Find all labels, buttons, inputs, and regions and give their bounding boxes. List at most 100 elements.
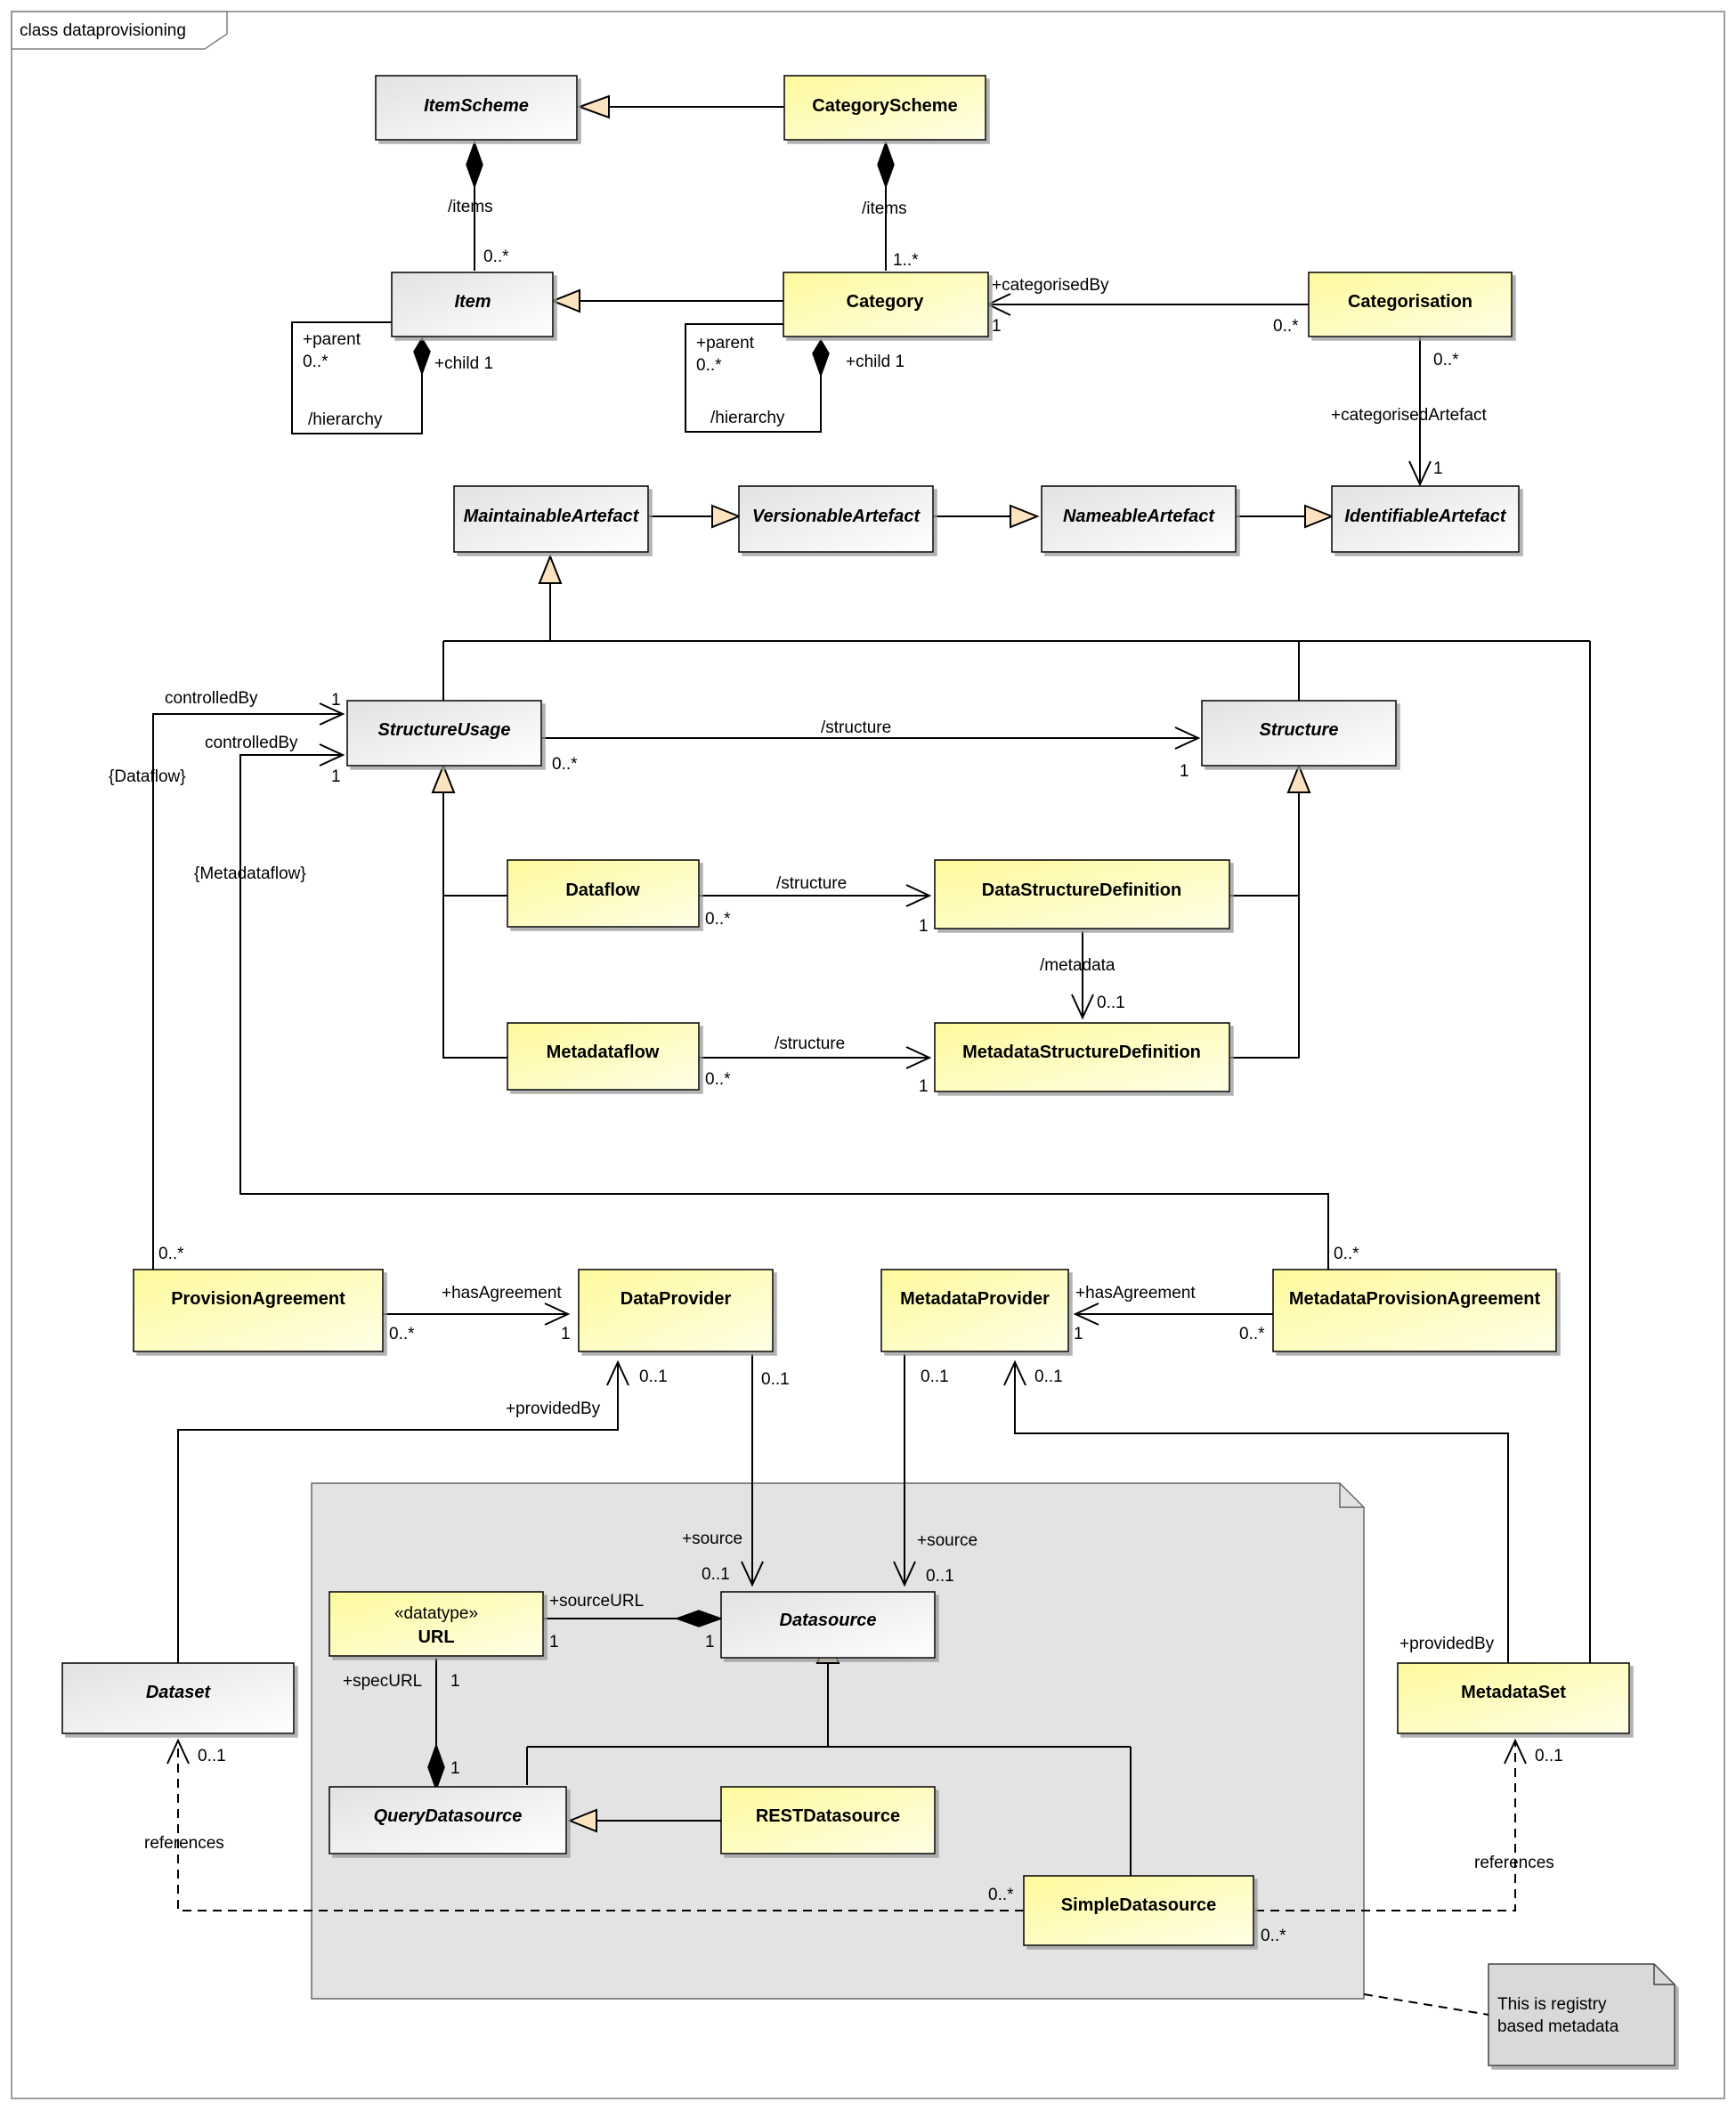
class-structure[interactable]: Structure	[1201, 700, 1397, 767]
class-name: Metadataflow	[547, 1043, 660, 1062]
label-multiplicity: 0..1	[926, 1567, 954, 1586]
class-dataset[interactable]: Dataset	[61, 1662, 295, 1734]
label-multiplicity: 1	[705, 1633, 715, 1651]
class-name: MetadataSet	[1461, 1683, 1566, 1702]
label-references: references	[144, 1834, 224, 1853]
label-multiplicity: 0..*	[1273, 317, 1299, 336]
class-name: Dataset	[146, 1683, 212, 1702]
class-versionable-artefact[interactable]: VersionableArtefact	[738, 485, 934, 553]
class-item[interactable]: Item	[391, 272, 554, 337]
label-multiplicity: 1	[450, 1672, 460, 1691]
label-multiplicity: 1	[331, 767, 341, 786]
label-hierarchy: /hierarchy	[710, 409, 785, 427]
registry-note: This is registry based metadata	[1488, 1963, 1675, 2066]
label-dataflow-constraint: {Dataflow}	[109, 767, 186, 786]
label-provided-by: +providedBy	[1399, 1635, 1495, 1653]
label-multiplicity: 0..1	[639, 1367, 668, 1386]
label-multiplicity: 1	[919, 917, 929, 936]
label-multiplicity: 0..1	[761, 1370, 790, 1389]
class-metadata-structure-definition[interactable]: MetadataStructureDefinition	[934, 1022, 1230, 1092]
class-metadataflow[interactable]: Metadataflow	[507, 1022, 700, 1091]
navigation-arrows	[166, 293, 1527, 1765]
class-maintainable-artefact[interactable]: MaintainableArtefact	[453, 485, 649, 553]
label-multiplicity: 1	[561, 1325, 571, 1343]
label-multiplicity: 0..*	[483, 248, 509, 266]
class-name: VersionableArtefact	[752, 507, 921, 526]
class-rest-datasource[interactable]: RESTDatasource	[720, 1786, 936, 1854]
label-parent: +parent	[696, 334, 755, 353]
label-controlled-by: controlledBy	[205, 734, 298, 752]
class-category-scheme[interactable]: CategoryScheme	[783, 75, 986, 141]
label-structure: /structure	[775, 1035, 845, 1053]
class-datasource[interactable]: Datasource	[720, 1591, 936, 1659]
class-name: DataStructureDefinition	[982, 881, 1181, 900]
label-multiplicity: 0..1	[198, 1747, 226, 1765]
class-simple-datasource[interactable]: SimpleDatasource	[1023, 1875, 1254, 1946]
class-name: MetadataProvider	[900, 1289, 1050, 1309]
label-items: /items	[862, 199, 907, 218]
label-multiplicity: 1	[1433, 459, 1443, 478]
label-multiplicity: 0..*	[158, 1245, 184, 1263]
connectors	[152, 106, 1591, 2016]
class-data-structure-definition[interactable]: DataStructureDefinition	[934, 859, 1230, 929]
class-categorisation[interactable]: Categorisation	[1308, 272, 1513, 337]
class-name: Category	[847, 292, 925, 312]
label-has-agreement: +hasAgreement	[1075, 1284, 1196, 1303]
label-multiplicity: 0..*	[389, 1325, 415, 1343]
class-name: URL	[418, 1627, 454, 1647]
class-category[interactable]: Category	[783, 272, 989, 337]
label-multiplicity: 1	[1074, 1325, 1083, 1343]
label-multiplicity: 0..1	[1097, 994, 1125, 1012]
label-multiplicity: 0..*	[1433, 351, 1459, 369]
label-items: /items	[448, 198, 493, 216]
label-categorised-artefact: +categorisedArtefact	[1331, 406, 1488, 425]
label-has-agreement: +hasAgreement	[442, 1284, 562, 1303]
class-metadata-provision-agreement[interactable]: MetadataProvisionAgreement	[1272, 1269, 1557, 1352]
class-nameable-artefact[interactable]: NameableArtefact	[1041, 485, 1237, 553]
label-spec-url: +specURL	[343, 1672, 422, 1691]
class-structure-usage[interactable]: StructureUsage	[346, 700, 542, 767]
label-metadata: /metadata	[1040, 956, 1115, 975]
label-categorised-by: +categorisedBy	[992, 276, 1109, 295]
label-references: references	[1474, 1854, 1554, 1872]
label-child: +child 1	[846, 353, 905, 371]
class-name: MaintainableArtefact	[464, 507, 640, 526]
label-multiplicity: 1	[992, 317, 1002, 336]
class-name: Datasource	[780, 1611, 877, 1630]
class-name: Dataflow	[565, 881, 640, 900]
class-item-scheme[interactable]: ItemScheme	[375, 75, 578, 141]
class-name: IdentifiableArtefact	[1344, 507, 1506, 526]
class-name: ItemScheme	[424, 96, 529, 116]
label-multiplicity: 0..*	[303, 353, 329, 371]
label-multiplicity: 1	[331, 691, 341, 710]
class-provision-agreement[interactable]: ProvisionAgreement	[133, 1269, 384, 1352]
class-data-provider[interactable]: DataProvider	[578, 1269, 774, 1352]
label-source: +source	[682, 1530, 742, 1548]
label-multiplicity: 0..*	[696, 356, 722, 375]
class-url[interactable]: «datatype» URL	[329, 1591, 544, 1657]
class-metadata-provider[interactable]: MetadataProvider	[880, 1269, 1069, 1352]
label-multiplicity: 0..1	[1034, 1367, 1063, 1386]
label-multiplicity: 0..1	[921, 1367, 949, 1386]
label-parent: +parent	[303, 330, 361, 349]
class-name: RESTDatasource	[756, 1806, 900, 1826]
label-provided-by: +providedBy	[506, 1400, 601, 1418]
label-multiplicity: 0..1	[702, 1565, 730, 1584]
label-multiplicity: 0..*	[988, 1886, 1014, 1904]
label-multiplicity: 1..*	[893, 251, 919, 270]
class-dataflow[interactable]: Dataflow	[507, 859, 700, 928]
class-name: MetadataStructureDefinition	[962, 1043, 1201, 1062]
label-multiplicity: 0..*	[705, 1070, 731, 1089]
class-identifiable-artefact[interactable]: IdentifiableArtefact	[1331, 485, 1520, 553]
class-query-datasource[interactable]: QueryDatasource	[329, 1786, 567, 1854]
class-name: QueryDatasource	[374, 1806, 523, 1826]
label-structure: /structure	[776, 874, 847, 893]
frame-title: class dataprovisioning	[20, 21, 186, 40]
stereotype-label: «datatype»	[394, 1604, 478, 1623]
generalization-arrows	[431, 94, 1334, 1833]
label-structure: /structure	[821, 718, 891, 737]
class-metadata-set[interactable]: MetadataSet	[1397, 1662, 1630, 1734]
class-name: CategoryScheme	[812, 96, 957, 116]
label-child: +child 1	[434, 354, 493, 373]
class-name: StructureUsage	[378, 720, 511, 740]
